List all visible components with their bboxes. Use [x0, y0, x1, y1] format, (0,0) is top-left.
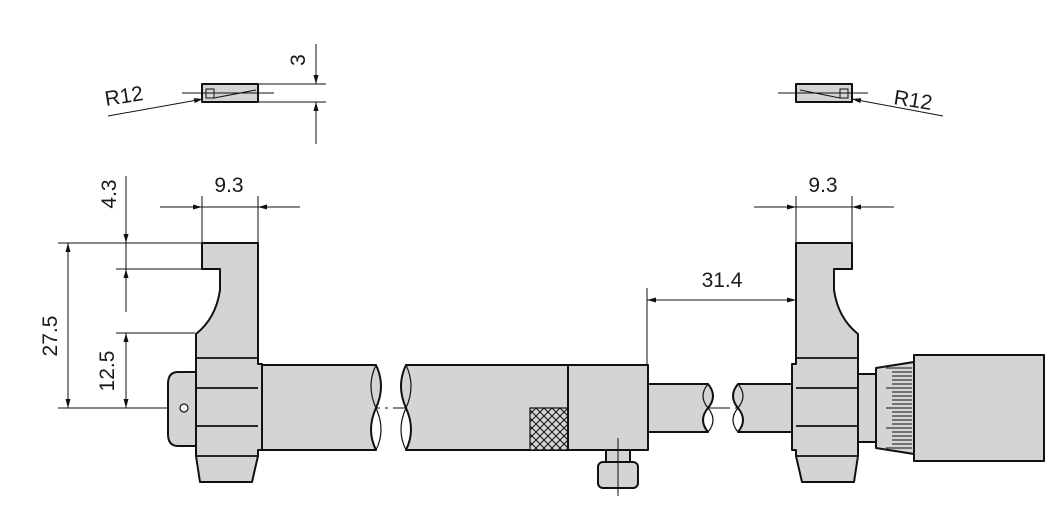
left-radius-label: R12 [103, 82, 145, 111]
left-cap-pin [179, 403, 189, 413]
clamp-block [567, 364, 649, 451]
spindle-break-b [732, 383, 744, 433]
hook-height-label: 4.3 [98, 179, 121, 208]
right-tip-radius-arc [799, 89, 841, 99]
left-rod-break [370, 364, 382, 451]
left-tip-radius-arc [213, 89, 257, 99]
offset-dimension: 31.4 [646, 269, 796, 366]
left-tip-contact [205, 88, 215, 99]
extension-tube-break [400, 364, 412, 451]
thickness-label: 3 [287, 54, 310, 66]
spindle-break-a [702, 383, 714, 433]
knurled-grip [529, 407, 569, 451]
offset-label: 31.4 [702, 269, 743, 292]
clamp-body [567, 364, 649, 496]
micrometer-thimble [857, 354, 1045, 462]
right-tip-contact [839, 88, 849, 99]
axis-height-label: 12.5 [96, 351, 119, 392]
overall-height-label: 27.5 [39, 316, 62, 357]
thimble-scale [886, 367, 912, 449]
right-tip-detail: R12 [778, 83, 944, 117]
left-anvil-head [167, 242, 263, 483]
left-jaw [195, 242, 263, 483]
thimble-body [913, 354, 1045, 462]
left-dimensions: 9.3 4.3 27.5 12.5 [39, 174, 300, 409]
right-radius-leader [851, 98, 944, 117]
right-radius-label: R12 [892, 86, 934, 115]
right-jaw-width-label: 9.3 [808, 174, 837, 197]
left-tip-detail: R12 3 [103, 44, 326, 144]
left-jaw-width-label: 9.3 [214, 174, 243, 197]
right-jaw [791, 242, 859, 483]
extension-tube [400, 364, 569, 451]
sleeve-collar [857, 373, 877, 443]
left-rod-body [261, 364, 382, 451]
right-spindle-head [791, 242, 859, 483]
spindle-rod [647, 383, 797, 433]
left-radius-leader [107, 98, 204, 117]
right-dimensions: 9.3 [754, 174, 894, 244]
left-rod [261, 364, 382, 451]
